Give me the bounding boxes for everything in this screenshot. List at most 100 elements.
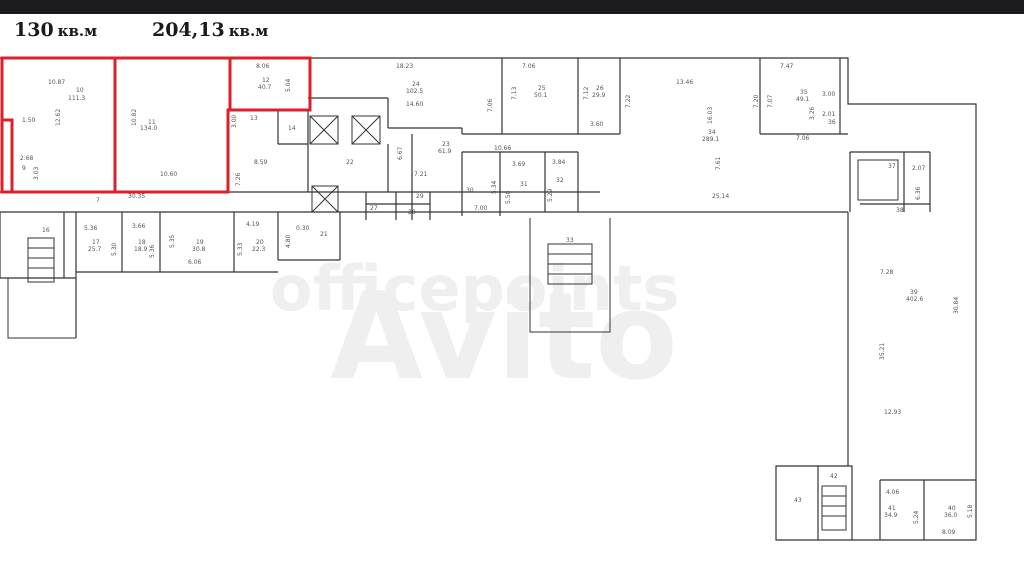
room-19-id: 19 bbox=[196, 239, 204, 246]
room-43-id: 43 bbox=[794, 497, 802, 504]
dim-38-a: 6.36 bbox=[915, 186, 922, 200]
dim-23-b: 7.21 bbox=[414, 171, 428, 178]
dim-35-c: 7.20 bbox=[753, 94, 760, 108]
dim-17-b: 5.30 bbox=[111, 242, 118, 256]
dim-39-c: 35.21 bbox=[879, 343, 886, 360]
room-22-id: 22 bbox=[346, 159, 354, 166]
dim-24-a: 18.23 bbox=[396, 63, 413, 70]
area-unit-1: кв.м bbox=[57, 22, 98, 40]
room-39-area: 402.6 bbox=[906, 296, 923, 303]
room-19-area: 30.8 bbox=[192, 246, 206, 253]
room-37-id: 37 bbox=[888, 163, 896, 170]
dim-37-a: 2.07 bbox=[912, 165, 926, 172]
room-11-area: 134.0 bbox=[140, 125, 157, 132]
room-35-id: 35 bbox=[800, 89, 808, 96]
room-27-id: 27 bbox=[370, 205, 378, 212]
dim-40-b: 8.09 bbox=[942, 529, 956, 536]
corridor-dim-b: 30.35 bbox=[128, 193, 145, 200]
room-25-id: 25 bbox=[538, 85, 546, 92]
stairs bbox=[7, 115, 899, 531]
dim-21-a: 0.30 bbox=[296, 225, 310, 232]
dim-35-d: 7.06 bbox=[796, 135, 810, 142]
dim-34-e: 25.14 bbox=[712, 193, 729, 200]
room-12-id: 12 bbox=[262, 77, 270, 84]
room-41-id: 41 bbox=[888, 505, 896, 512]
dim-23-a: 6.67 bbox=[397, 146, 404, 160]
room-labels: 10.87 10 111.3 12.62 1.50 11 134.0 10.82… bbox=[20, 63, 974, 536]
room-20-area: 22.3 bbox=[252, 246, 266, 253]
room-17-id: 17 bbox=[92, 239, 100, 246]
room-25-area: 50.1 bbox=[534, 92, 548, 99]
room-23-area: 61.9 bbox=[438, 148, 452, 155]
room-28-id: 28 bbox=[408, 209, 416, 216]
dim-24-b: 14.60 bbox=[406, 101, 423, 108]
dim-10-side: 12.62 bbox=[55, 109, 62, 126]
area-unit-2: кв.м bbox=[228, 22, 269, 40]
room-26-id: 26 bbox=[596, 85, 604, 92]
dim-9-a: 2.68 bbox=[20, 155, 34, 162]
room-12-area: 40.7 bbox=[258, 84, 272, 91]
room-29-id: 29 bbox=[416, 193, 424, 200]
dim-20-b: 5.33 bbox=[237, 242, 244, 256]
dim-20-a: 4.19 bbox=[246, 221, 260, 228]
dim-22-a: 8.59 bbox=[254, 159, 268, 166]
corridor-dim-c: 10.66 bbox=[494, 145, 511, 152]
dim-25-b: 7.13 bbox=[511, 86, 518, 100]
room-41-area: 34.9 bbox=[884, 512, 898, 519]
room-36-id: 36 bbox=[828, 119, 836, 126]
dim-13-side: 3.00 bbox=[231, 114, 238, 128]
highlight-outline bbox=[0, 56, 312, 194]
top-bar bbox=[0, 0, 1024, 14]
dim-26-b: 3.60 bbox=[590, 121, 604, 128]
dim-30-b: 5.34 bbox=[491, 180, 498, 194]
dim-34-d: 7.61 bbox=[715, 156, 722, 170]
dim-36-b: 2.01 bbox=[822, 111, 836, 118]
area-value-1: 130 bbox=[14, 19, 54, 41]
dim-9-b: 3.03 bbox=[33, 166, 40, 180]
room-10-id: 10 bbox=[76, 87, 84, 94]
dim-18-b: 5.36 bbox=[149, 244, 156, 258]
room-31-id: 31 bbox=[520, 181, 528, 188]
room-26-area: 29.9 bbox=[592, 92, 606, 99]
room-32-id: 32 bbox=[556, 177, 564, 184]
dim-39-a: 7.28 bbox=[880, 269, 894, 276]
dim-10-top: 10.87 bbox=[48, 79, 65, 86]
dim-30-a: 7.00 bbox=[474, 205, 488, 212]
dim-24-c: 7.06 bbox=[487, 98, 494, 112]
dim-40-a: 5.18 bbox=[967, 504, 974, 518]
room-20-id: 20 bbox=[256, 239, 264, 246]
dim-17-a: 5.36 bbox=[84, 225, 98, 232]
room-42-id: 42 bbox=[830, 473, 838, 480]
room-16-id: 16 bbox=[42, 227, 50, 234]
room-18-id: 18 bbox=[138, 239, 146, 246]
room-10-area: 111.3 bbox=[68, 95, 85, 102]
dim-35-b: 7.07 bbox=[767, 94, 774, 108]
room-23-id: 23 bbox=[442, 141, 450, 148]
dim-36-c: 3.26 bbox=[809, 106, 816, 120]
dim-39-b: 30.84 bbox=[953, 297, 960, 314]
corridor-dim-a: 7 bbox=[96, 197, 100, 204]
room-11-id: 11 bbox=[148, 119, 156, 126]
dim-34-a: 13.46 bbox=[676, 79, 693, 86]
dim-31-a: 3.69 bbox=[512, 161, 526, 168]
room-24-id: 24 bbox=[412, 81, 420, 88]
room-34-id: 34 bbox=[708, 129, 716, 136]
watermark: officepoints Avito bbox=[270, 252, 679, 407]
dim-35-a: 7.47 bbox=[780, 63, 794, 70]
dim-41-a: 4.06 bbox=[886, 489, 900, 496]
room-40-area: 36.0 bbox=[944, 512, 958, 519]
watermark-text: officepoints bbox=[270, 252, 679, 325]
room-34-area: 289.1 bbox=[702, 136, 719, 143]
dim-10-small: 1.50 bbox=[22, 117, 36, 124]
room-17-area: 25.7 bbox=[88, 246, 102, 253]
dim-32-b: 5.29 bbox=[547, 188, 554, 202]
room-40-id: 40 bbox=[948, 505, 956, 512]
room-18-area: 18.9 bbox=[134, 246, 148, 253]
room-30-id: 30 bbox=[466, 187, 474, 194]
area-value-2: 204,13 bbox=[152, 19, 225, 41]
dim-26-a: 7.12 bbox=[583, 86, 590, 100]
dim-11-bottom: 10.60 bbox=[160, 171, 177, 178]
